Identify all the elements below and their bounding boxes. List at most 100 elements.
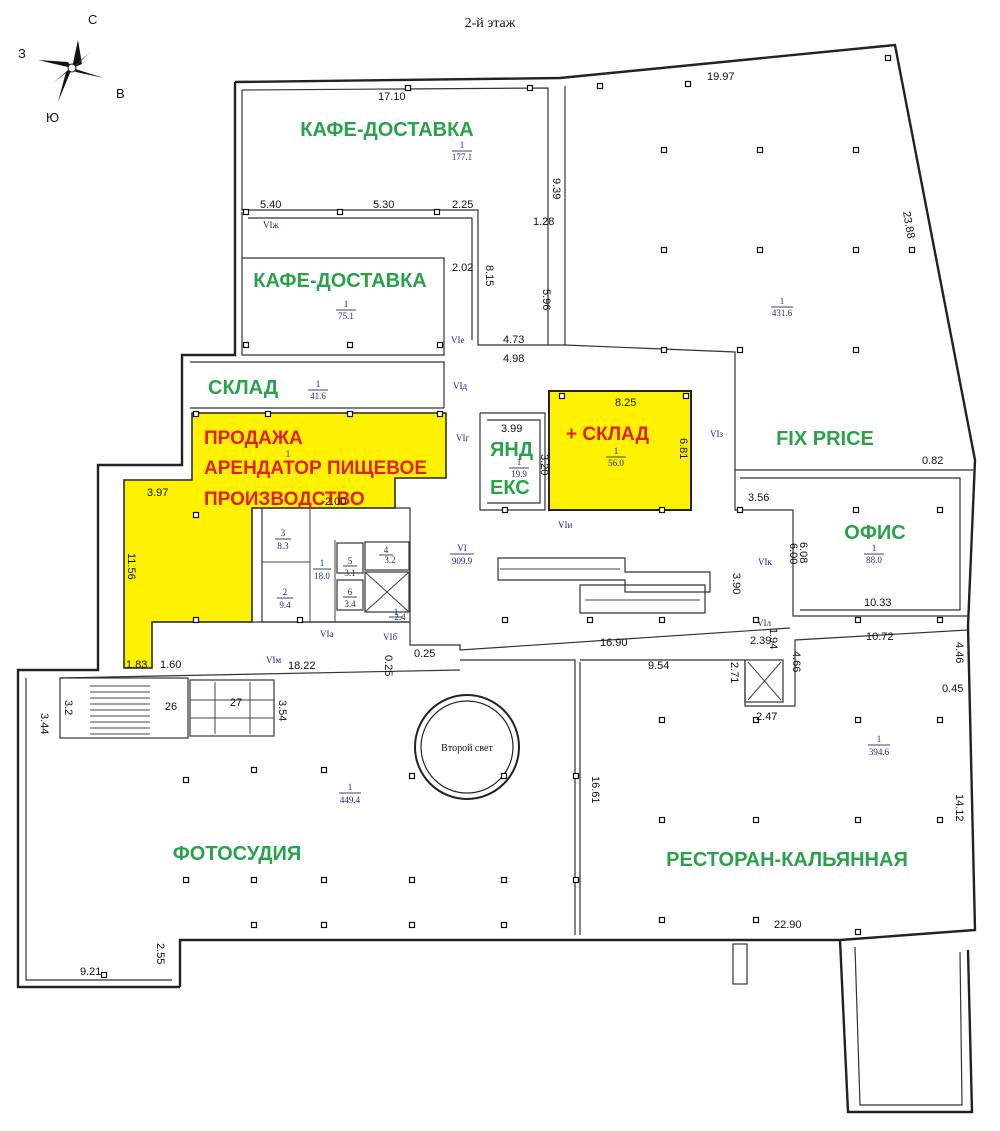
column-marker [501,506,509,514]
column-marker [660,346,668,354]
column-marker [433,208,441,216]
svg-text:VIл: VIл [757,618,771,628]
tenant-label-plus-sklad[interactable]: + СКЛАД [566,424,649,445]
column-marker [572,772,580,780]
column-marker [500,921,508,929]
tenant-label-cafe-1[interactable]: КАФЕ-ДОСТАВКА [300,119,473,141]
column-marker [242,208,250,216]
tenant-label-production[interactable]: ПРОИЗВОДСТВО [204,489,365,510]
svg-text:8.15: 8.15 [483,265,495,286]
tenant-label-food-tenant[interactable]: АРЕНДАТОР ПИЩЕВОЕ [204,458,427,479]
column-marker [404,84,412,92]
column-marker [436,341,444,349]
svg-text:VIз: VIз [710,429,723,439]
svg-text:4.73: 4.73 [503,334,524,346]
svg-text:19.97: 19.97 [707,71,735,83]
svg-text:VIг: VIг [456,433,469,443]
svg-text:394.6: 394.6 [869,747,890,757]
dimension-labels: 17.10 19.97 9.39 1.28 5.96 23.88 5.40 5.… [38,71,965,978]
second-light: Второй свет [414,694,520,800]
tenant-label-office[interactable]: ОФИС [844,522,905,544]
yellow-area-sklad[interactable] [548,390,692,511]
column-marker [936,716,944,724]
column-marker [908,246,916,254]
svg-text:2.39: 2.39 [750,635,771,647]
svg-text:16.61: 16.61 [589,776,601,804]
svg-text:5.40: 5.40 [260,199,281,211]
svg-text:1: 1 [320,558,325,568]
compass-east: В [116,86,125,101]
svg-text:6.81: 6.81 [677,438,689,459]
column-marker [250,876,258,884]
tenant-label-yandex-2[interactable]: ЕКС [490,477,530,499]
svg-text:19.9: 19.9 [511,469,527,479]
svg-text:6.08: 6.08 [797,542,809,563]
svg-text:3.90: 3.90 [730,573,742,594]
compass-icon: С З В Ю [18,12,125,125]
column-marker [852,346,860,354]
svg-text:1: 1 [872,543,877,553]
column-marker [572,876,580,884]
column-marker [320,876,328,884]
column-marker [264,410,272,418]
svg-text:VIб: VIб [383,632,397,642]
column-marker [854,616,862,624]
svg-text:VIд: VIд [453,381,467,391]
column-marker [752,716,760,724]
tenant-label-photostudio[interactable]: ФОТОСУДИЯ [173,843,302,865]
column-marker [658,716,666,724]
column-marker [242,341,250,349]
column-marker [408,772,416,780]
svg-text:18.22: 18.22 [288,660,316,672]
svg-text:VIм: VIм [266,655,281,665]
column-marker [852,246,860,254]
svg-text:0.45: 0.45 [942,683,963,695]
outer-walls [16,43,977,1114]
tenant-label-sale[interactable]: ПРОДАЖА [204,428,303,449]
column-marker [936,816,944,824]
svg-text:5.96: 5.96 [540,289,552,310]
tenant-label-restaurant[interactable]: РЕСТОРАН-КАЛЬЯННАЯ [666,849,908,871]
column-marker [660,246,668,254]
svg-text:1.60: 1.60 [160,659,181,671]
column-marker [684,80,692,88]
column-marker [182,776,190,784]
svg-text:3.97: 3.97 [147,487,168,499]
tenant-label-sklad[interactable]: СКЛАД [208,377,278,399]
svg-text:1: 1 [286,449,291,459]
svg-text:17.10: 17.10 [378,91,406,103]
column-marker [852,146,860,154]
column-marker [182,876,190,884]
svg-text:27: 27 [230,697,242,709]
column-marker [558,392,566,400]
svg-text:9.21: 9.21 [80,966,101,978]
tenant-label-yandex-1[interactable]: ЯНД [490,439,533,461]
column-marker [854,716,862,724]
svg-text:VIк: VIк [758,557,772,567]
column-marker [852,506,860,514]
column-marker [658,506,666,514]
svg-text:23.88: 23.88 [900,210,917,239]
svg-text:88.0: 88.0 [866,555,882,565]
column-marker [500,772,508,780]
column-marker [192,616,200,624]
column-marker [682,392,690,400]
svg-text:11.56: 11.56 [125,553,137,580]
tenant-label-fixprice[interactable]: FIX PRICE [776,428,874,450]
column-marker [526,84,534,92]
svg-text:4.66: 4.66 [790,651,802,672]
columns [100,54,944,979]
svg-text:431.6: 431.6 [772,308,793,318]
tenant-label-cafe-2[interactable]: КАФЕ-ДОСТАВКА [253,270,426,292]
compass-west: З [18,46,26,61]
svg-text:26: 26 [165,701,177,713]
svg-text:449.4: 449.4 [340,795,361,805]
svg-text:1: 1 [460,140,465,150]
svg-text:6.00: 6.00 [787,543,799,564]
svg-text:2.71: 2.71 [728,662,740,683]
svg-text:0.25: 0.25 [382,655,394,676]
column-marker [100,971,108,979]
column-marker [192,410,200,418]
column-marker [336,208,344,216]
